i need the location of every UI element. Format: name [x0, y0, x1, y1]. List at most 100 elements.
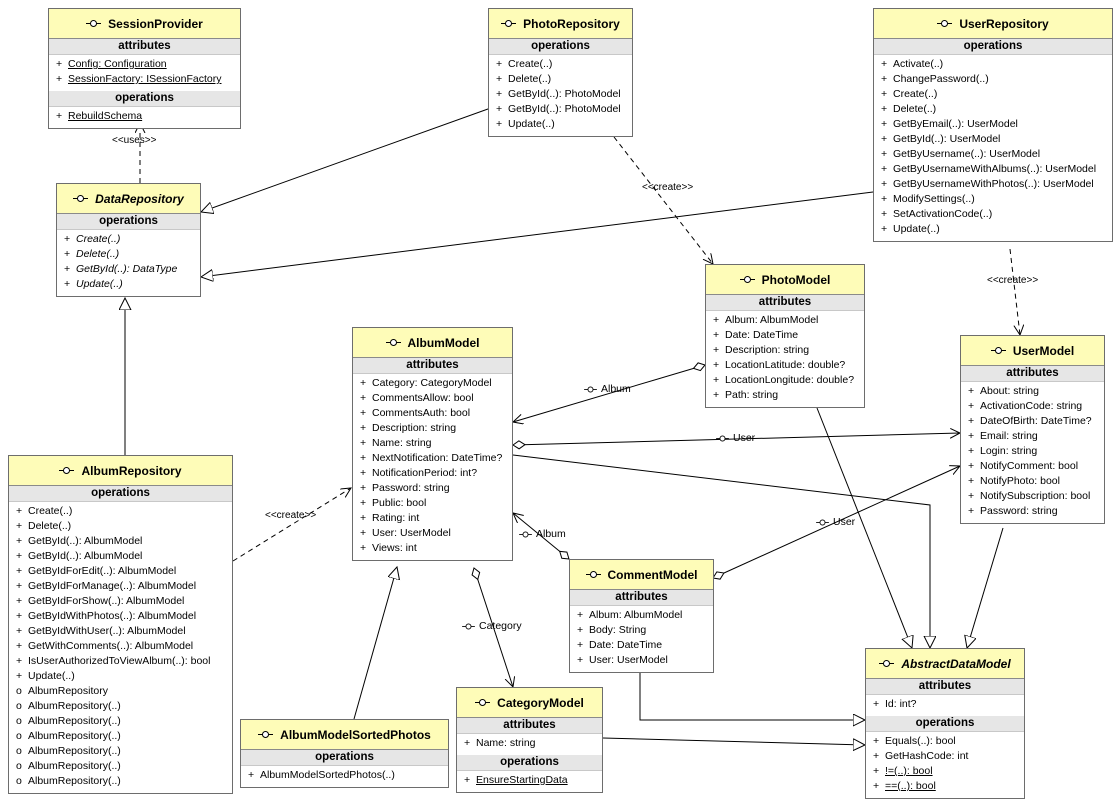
class-icon	[385, 338, 401, 347]
attribute-row[interactable]: +Email: string	[961, 429, 1104, 444]
attribute-row[interactable]: +Views: int	[353, 541, 512, 556]
attribute-row[interactable]: +Description: string	[353, 421, 512, 436]
create-album-dependency	[232, 488, 351, 562]
attribute-row[interactable]: +NotifySubscription: bool	[961, 489, 1104, 504]
operation-row[interactable]: +Delete(..)	[9, 519, 232, 534]
attribute-list: +Name: string	[457, 734, 602, 755]
operation-row[interactable]: +EnsureStartingData	[457, 773, 602, 788]
operation-row[interactable]: +GetByUsernameWithPhotos(..): UserModel	[874, 177, 1112, 192]
operation-row[interactable]: +SetActivationCode(..)	[874, 207, 1112, 222]
attribute-row[interactable]: +Category: CategoryModel	[353, 376, 512, 391]
operation-row[interactable]: +GetById(..): PhotoModel	[489, 87, 632, 102]
operation-row[interactable]: +GetById(..): UserModel	[874, 132, 1112, 147]
operation-row[interactable]: +ModifySettings(..)	[874, 192, 1112, 207]
attribute-row[interactable]: +NotifyPhoto: bool	[961, 474, 1104, 489]
operation-row[interactable]: +GetByIdForManage(..): AlbumModel	[9, 579, 232, 594]
operation-row[interactable]: +GetById(..): AlbumModel	[9, 549, 232, 564]
operation-row[interactable]: +IsUserAuthorizedToViewAlbum(..): bool	[9, 654, 232, 669]
attribute-row[interactable]: +Name: string	[457, 736, 602, 751]
attribute-row[interactable]: +User: UserModel	[570, 653, 713, 668]
operation-row[interactable]: +Update(..)	[57, 277, 200, 292]
attribute-row[interactable]: +Rating: int	[353, 511, 512, 526]
operation-row[interactable]: +Create(..)	[874, 87, 1112, 102]
operation-row[interactable]: +GetByUsernameWithAlbums(..): UserModel	[874, 162, 1112, 177]
attribute-row[interactable]: +DateOfBirth: DateTime?	[961, 414, 1104, 429]
operation-row[interactable]: +Create(..)	[489, 57, 632, 72]
operation-row[interactable]: +Delete(..)	[874, 102, 1112, 117]
operation-row[interactable]: +GetById(..): DataType	[57, 262, 200, 277]
attribute-row[interactable]: +Path: string	[706, 388, 864, 403]
photo-model-generalization	[816, 407, 912, 648]
operation-row[interactable]: +Activate(..)	[874, 57, 1112, 72]
operation-row[interactable]: +Equals(..): bool	[866, 734, 1024, 749]
attribute-row[interactable]: +CommentsAllow: bool	[353, 391, 512, 406]
operation-row[interactable]: +GetByIdWithUser(..): AlbumModel	[9, 624, 232, 639]
attribute-row[interactable]: +Body: String	[570, 623, 713, 638]
attribute-row[interactable]: +Password: string	[353, 481, 512, 496]
attribute-row[interactable]: +User: UserModel	[353, 526, 512, 541]
operation-row[interactable]: +Create(..)	[57, 232, 200, 247]
attribute-row[interactable]: +Album: AlbumModel	[570, 608, 713, 623]
attribute-row[interactable]: +CommentsAuth: bool	[353, 406, 512, 421]
operation-row[interactable]: +GetByIdWithPhotos(..): AlbumModel	[9, 609, 232, 624]
operation-row[interactable]: +GetHashCode: int	[866, 749, 1024, 764]
operation-row[interactable]: +ChangePassword(..)	[874, 72, 1112, 87]
attribute-row[interactable]: +ActivationCode: string	[961, 399, 1104, 414]
operation-row[interactable]: +GetByEmail(..): UserModel	[874, 117, 1112, 132]
operation-row[interactable]: +GetByIdForShow(..): AlbumModel	[9, 594, 232, 609]
attribute-row[interactable]: +NextNotification: DateTime?	[353, 451, 512, 466]
attribute-row[interactable]: +Password: string	[961, 504, 1104, 519]
attribute-row[interactable]: +NotifyComment: bool	[961, 459, 1104, 474]
attribute-row[interactable]: +LocationLongitude: double?	[706, 373, 864, 388]
operation-row[interactable]: +Update(..)	[9, 669, 232, 684]
operation-list: +AlbumModelSortedPhotos(..)	[241, 766, 448, 787]
operation-row[interactable]: +Delete(..)	[57, 247, 200, 262]
attribute-row[interactable]: +Album: AlbumModel	[706, 313, 864, 328]
operation-row[interactable]: +GetByUsername(..): UserModel	[874, 147, 1112, 162]
attribute-row[interactable]: +Config: Configuration	[49, 57, 240, 72]
attribute-row[interactable]: +Date: DateTime	[570, 638, 713, 653]
attribute-row[interactable]: +About: string	[961, 384, 1104, 399]
member-text: Create(..)	[76, 233, 121, 245]
attribute-row[interactable]: +NotificationPeriod: int?	[353, 466, 512, 481]
attribute-row[interactable]: +Date: DateTime	[706, 328, 864, 343]
operation-row[interactable]: +GetById(..): AlbumModel	[9, 534, 232, 549]
operation-row[interactable]: +GetById(..): PhotoModel	[489, 102, 632, 117]
operation-row[interactable]: +!=(..): bool	[866, 764, 1024, 779]
operation-row[interactable]: +==(..): bool	[866, 779, 1024, 794]
attribute-row[interactable]: +Public: bool	[353, 496, 512, 511]
operation-row[interactable]: +Update(..)	[489, 117, 632, 132]
operation-row[interactable]: +Delete(..)	[489, 72, 632, 87]
attribute-row[interactable]: +LocationLatitude: double?	[706, 358, 864, 373]
operation-row[interactable]: +GetWithComments(..): AlbumModel	[9, 639, 232, 654]
operation-row[interactable]: +RebuildSchema	[49, 109, 240, 124]
attribute-row[interactable]: +Login: string	[961, 444, 1104, 459]
attribute-row[interactable]: +Name: string	[353, 436, 512, 451]
attribute-row[interactable]: +Description: string	[706, 343, 864, 358]
operation-row[interactable]: +Update(..)	[874, 222, 1112, 237]
operation-row[interactable]: +AlbumModelSortedPhotos(..)	[241, 768, 448, 783]
operation-row[interactable]: +GetByIdForEdit(..): AlbumModel	[9, 564, 232, 579]
attribute-row[interactable]: +Id: int?	[866, 697, 1024, 712]
attribute-row[interactable]: +SessionFactory: ISessionFactory	[49, 72, 240, 87]
operation-row[interactable]: +Create(..)	[9, 504, 232, 519]
